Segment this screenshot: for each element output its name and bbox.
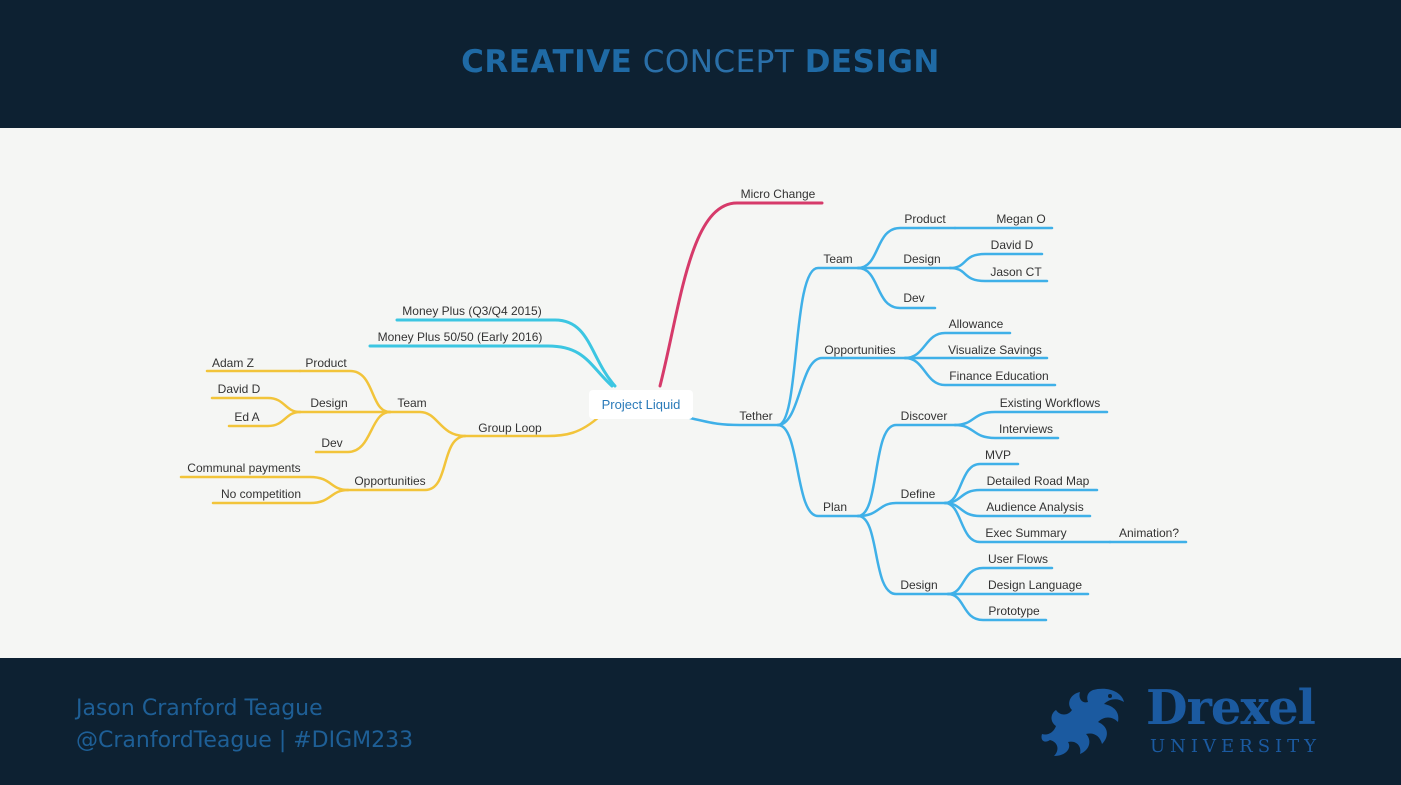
title-creative: CREATIVE <box>461 44 633 80</box>
branch-group-opportunities <box>346 434 467 492</box>
author-handle: @CranfordTeague | #DIGM233 <box>76 728 414 753</box>
mind-map: Project Liquid Micro Change Money Plus (… <box>179 187 1188 622</box>
branch-group-loop <box>463 414 602 438</box>
branch-group-ed <box>227 410 302 428</box>
node-tether-finance[interactable]: Finance Education <box>949 369 1048 383</box>
node-group-team[interactable]: Team <box>397 396 426 410</box>
branch-t-jason <box>948 266 1049 283</box>
branch-tether <box>688 416 780 427</box>
node-tether-megan[interactable]: Megan O <box>996 212 1045 226</box>
node-micro-change[interactable]: Micro Change <box>741 187 816 201</box>
node-tether-animation[interactable]: Animation? <box>1119 526 1179 540</box>
branch-t-finance <box>903 356 1057 387</box>
node-tether-plan-design[interactable]: Design <box>900 578 937 592</box>
node-group-adam[interactable]: Adam Z <box>212 356 254 370</box>
node-group-ed[interactable]: Ed A <box>234 410 259 424</box>
node-tether-existing[interactable]: Existing Workflows <box>1000 396 1100 410</box>
node-tether[interactable]: Tether <box>739 409 772 423</box>
node-group-dev[interactable]: Dev <box>321 436 342 450</box>
slide-header: CREATIVE CONCEPT DESIGN <box>0 0 1401 128</box>
dragon-icon <box>1041 688 1124 756</box>
branch-group-nocomp <box>211 488 350 505</box>
branch-tether-opportunities <box>776 356 907 427</box>
node-tether-team[interactable]: Team <box>823 252 852 266</box>
node-tether-opportunities[interactable]: Opportunities <box>824 343 895 357</box>
branch-t-define <box>856 501 947 518</box>
node-tether-david[interactable]: David D <box>991 238 1034 252</box>
node-tether-discover[interactable]: Discover <box>901 409 948 423</box>
node-tether-allowance[interactable]: Allowance <box>949 317 1004 331</box>
node-tether-exec[interactable]: Exec Summary <box>985 526 1066 540</box>
title-design: DESIGN <box>804 44 940 80</box>
drexel-wordmark: Drexel <box>1146 680 1316 736</box>
branch-tether-team <box>776 266 860 427</box>
node-tether-mvp[interactable]: MVP <box>985 448 1011 462</box>
author-name: Jason Cranford Teague <box>76 696 323 721</box>
node-money-plus-5050[interactable]: Money Plus 50/50 (Early 2016) <box>378 330 543 344</box>
root-node[interactable] <box>589 390 693 419</box>
node-money-plus-q3q4[interactable]: Money Plus (Q3/Q4 2015) <box>402 304 541 318</box>
drexel-logo: Drexel UNIVERSITY <box>1038 680 1328 762</box>
branch-group-dev <box>314 410 392 454</box>
root-label: Project Liquid <box>602 397 681 412</box>
branch-money-plus-q3q4 <box>395 318 617 388</box>
branch-group-team <box>388 410 467 438</box>
branch-tether-plan <box>776 423 860 518</box>
node-tether-roadmap[interactable]: Detailed Road Map <box>987 474 1090 488</box>
node-tether-design[interactable]: Design <box>903 252 940 266</box>
branch-t-product <box>856 226 957 270</box>
branch-t-dev <box>856 266 937 310</box>
branch-micro-change <box>658 201 824 388</box>
node-tether-userflows[interactable]: User Flows <box>988 552 1048 566</box>
node-tether-visualize[interactable]: Visualize Savings <box>948 343 1042 357</box>
node-tether-plan[interactable]: Plan <box>823 500 847 514</box>
node-tether-interviews[interactable]: Interviews <box>999 422 1053 436</box>
node-group-nocomp[interactable]: No competition <box>221 487 301 501</box>
node-group-design[interactable]: Design <box>310 396 347 410</box>
mind-map-canvas: Project Liquid Micro Change Money Plus (… <box>0 128 1401 658</box>
node-tether-define[interactable]: Define <box>901 487 936 501</box>
branch-group-product <box>298 369 392 414</box>
university-wordmark: UNIVERSITY <box>1150 736 1322 757</box>
node-group-opportunities[interactable]: Opportunities <box>354 474 425 488</box>
branch-t-exec <box>943 501 1112 544</box>
node-tether-language[interactable]: Design Language <box>988 578 1082 592</box>
branch-t-plan-design <box>856 514 950 596</box>
node-group-loop[interactable]: Group Loop <box>478 421 542 435</box>
node-tether-dev[interactable]: Dev <box>903 291 924 305</box>
node-tether-product[interactable]: Product <box>904 212 946 226</box>
node-group-david[interactable]: David D <box>218 382 261 396</box>
node-tether-prototype[interactable]: Prototype <box>988 604 1040 618</box>
node-group-product[interactable]: Product <box>305 356 347 370</box>
branch-t-discover <box>856 423 957 518</box>
node-tether-audience[interactable]: Audience Analysis <box>986 500 1083 514</box>
slide-title: CREATIVE CONCEPT DESIGN <box>0 44 1401 80</box>
node-tether-jason[interactable]: Jason CT <box>990 265 1042 279</box>
branch-money-plus-5050 <box>368 344 614 388</box>
slide-footer <box>0 658 1401 785</box>
branch-t-interviews <box>953 423 1060 440</box>
title-concept: CONCEPT <box>642 44 795 80</box>
node-group-communal[interactable]: Communal payments <box>187 461 300 475</box>
branch-t-prototype <box>946 592 1048 622</box>
